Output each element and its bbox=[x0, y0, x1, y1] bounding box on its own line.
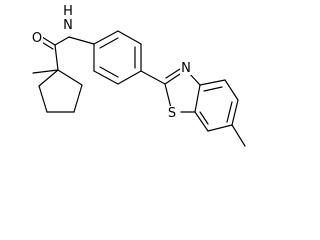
bond-carbonyl-carbon bbox=[54, 44, 59, 71]
bond-cyclopentane bbox=[38, 69, 59, 87]
bond-fused-benzene bbox=[231, 99, 239, 126]
nh-label-background bbox=[62, 4, 74, 30]
bond-benzene bbox=[93, 30, 119, 45]
bond-methyl bbox=[32, 69, 59, 74]
bond-carbonyl-double bbox=[41, 36, 56, 46]
thiazole-nitrogen-background bbox=[180, 61, 192, 75]
bond-thiazole bbox=[194, 84, 201, 113]
bond-fused-benzene bbox=[224, 79, 239, 101]
bond-cyclopentane bbox=[73, 84, 83, 113]
atom-oxygen-label: O bbox=[32, 31, 42, 46]
bond-thiazole-double bbox=[165, 68, 181, 79]
bond-benzene bbox=[93, 70, 119, 85]
bond-benzene-inner bbox=[99, 66, 119, 78]
bond-benzene bbox=[117, 30, 142, 45]
bond-fused-benzene-inner bbox=[203, 86, 223, 92]
bond-benzene bbox=[117, 70, 142, 85]
oxygen-label-background bbox=[31, 31, 43, 45]
bonds bbox=[32, 30, 246, 147]
atom-thiazole-nitrogen-label: N bbox=[181, 61, 191, 76]
thiazole-sulfur-background bbox=[166, 106, 178, 120]
bond-thiazole bbox=[164, 83, 172, 109]
bond-benzene-inner bbox=[99, 37, 119, 49]
atom-thiazole-sulfur-label: S bbox=[168, 106, 176, 121]
bond-amide bbox=[54, 36, 70, 46]
bond-n-aryl bbox=[68, 36, 95, 45]
bond-aryl-thiazole bbox=[140, 70, 166, 85]
atom-labels: O H N N S bbox=[31, 4, 192, 121]
bond-fused-benzene-inner bbox=[199, 111, 209, 125]
atom-nh-nitrogen-label: N bbox=[63, 18, 73, 33]
bond-fused-benzene bbox=[207, 124, 233, 132]
atom-nh-hydrogen-label: H bbox=[63, 4, 73, 19]
bond-cyclopentane bbox=[38, 85, 48, 113]
bond-aryl-methyl bbox=[231, 124, 246, 147]
bond-fused-benzene-inner bbox=[226, 101, 233, 123]
bond-fused-benzene bbox=[199, 79, 226, 86]
molecule-diagram: O H N N S bbox=[31, 4, 246, 147]
bond-fused-benzene bbox=[194, 111, 209, 132]
bond-cyclopentane bbox=[57, 69, 83, 86]
